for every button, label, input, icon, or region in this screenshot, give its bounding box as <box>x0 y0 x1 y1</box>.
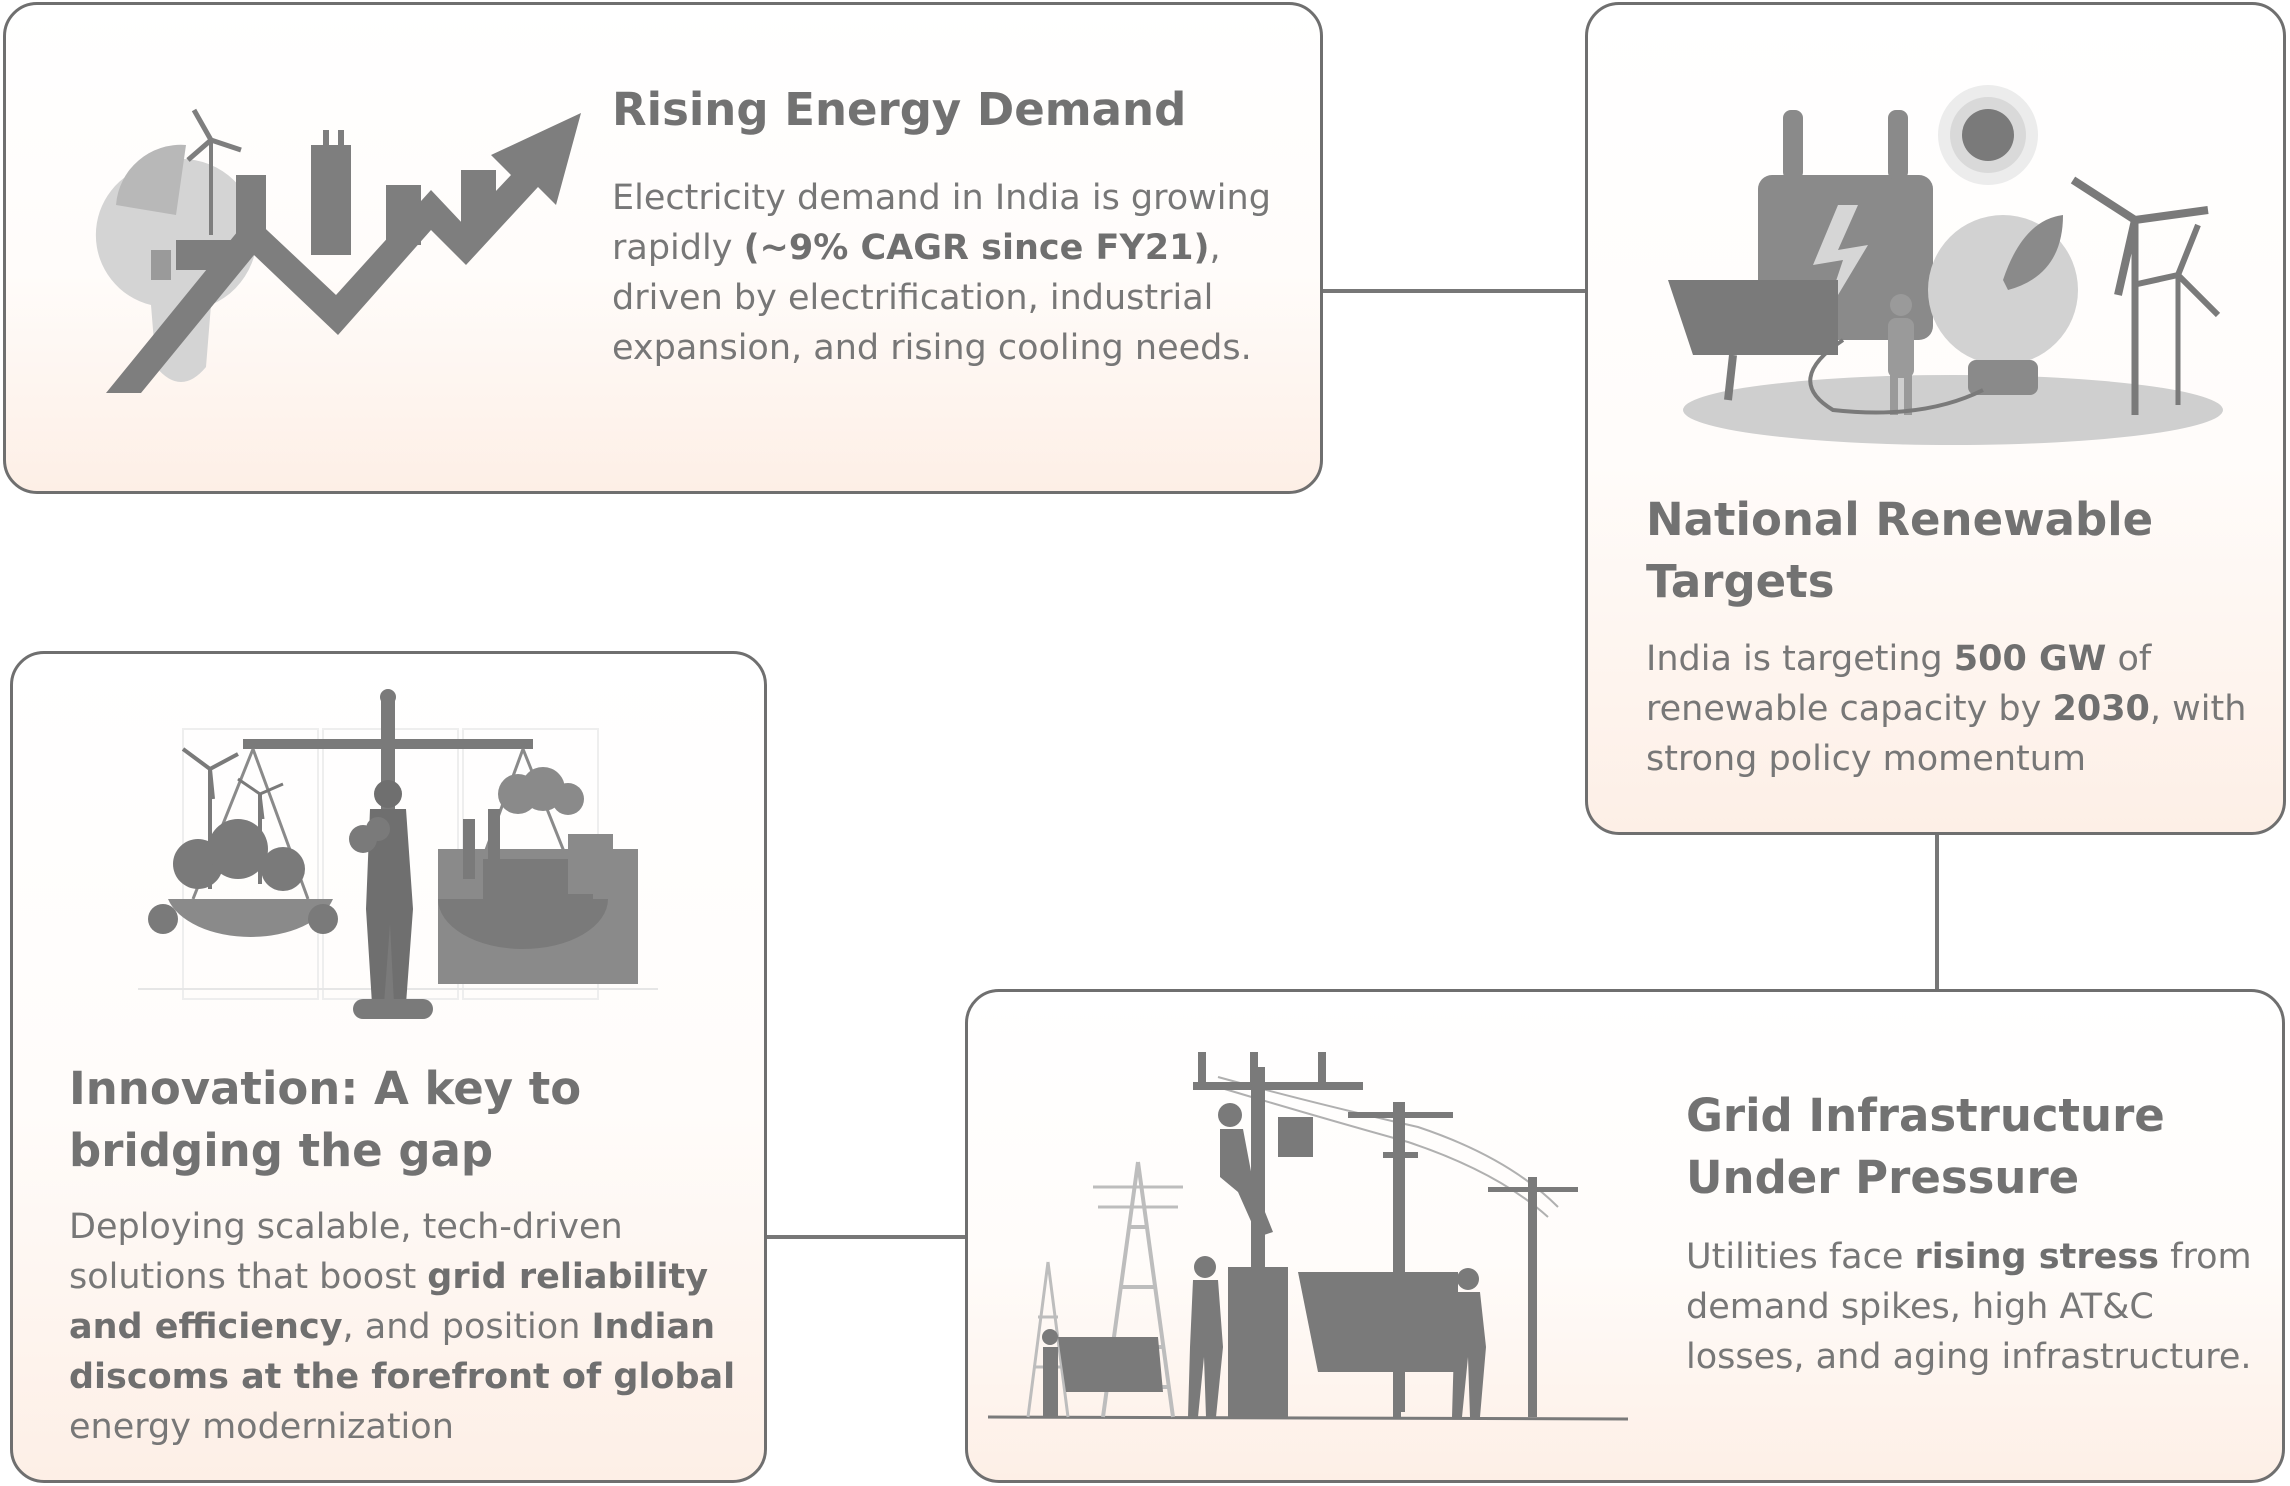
balance-scale-icon <box>138 689 658 1029</box>
renewable-energy-icon <box>1663 80 2223 455</box>
connector-targets-grid <box>1935 834 1939 989</box>
growth-arrow-bulb-icon <box>76 105 596 405</box>
card-title: National Renewable Targets <box>1646 493 2154 608</box>
card-body: Utilities face rising stress from demand… <box>1686 1237 2252 1377</box>
card-innovation: Innovation: A key to bridging the gap De… <box>10 651 767 1483</box>
card-title: Innovation: A key to bridging the gap <box>69 1062 582 1177</box>
highlight-2030: 2030 <box>2052 689 2150 729</box>
power-grid-workers-icon <box>988 1047 1628 1427</box>
highlight-cagr: (~9% CAGR since FY21) <box>743 228 1210 268</box>
highlight-rising-stress: rising stress <box>1914 1237 2160 1277</box>
card-title: Grid Infrastructure Under Pressure <box>1686 1089 2165 1204</box>
card-national-renewable-targets: National Renewable Targets India is targ… <box>1585 2 2286 835</box>
card-rising-energy-demand: Rising Energy Demand Electricity demand … <box>3 2 1323 494</box>
card-body: Deploying scalable, tech-driven solution… <box>69 1207 736 1447</box>
highlight-indian-discoms: Indian discoms at the forefront of globa… <box>69 1307 736 1397</box>
card-title: Rising Energy Demand <box>612 83 1187 136</box>
connector-grid-innovation <box>765 1235 967 1239</box>
card-body: India is targeting 500 GW of renewable c… <box>1646 639 2247 779</box>
card-body: Electricity demand in India is growing r… <box>612 178 1271 368</box>
highlight-500gw: 500 GW <box>1953 639 2107 679</box>
highlight-grid-reliability: grid reliability and efficiency <box>69 1257 709 1347</box>
connector-demand-targets <box>1322 289 1586 293</box>
card-grid-infrastructure: Grid Infrastructure Under Pressure Utili… <box>965 989 2285 1483</box>
